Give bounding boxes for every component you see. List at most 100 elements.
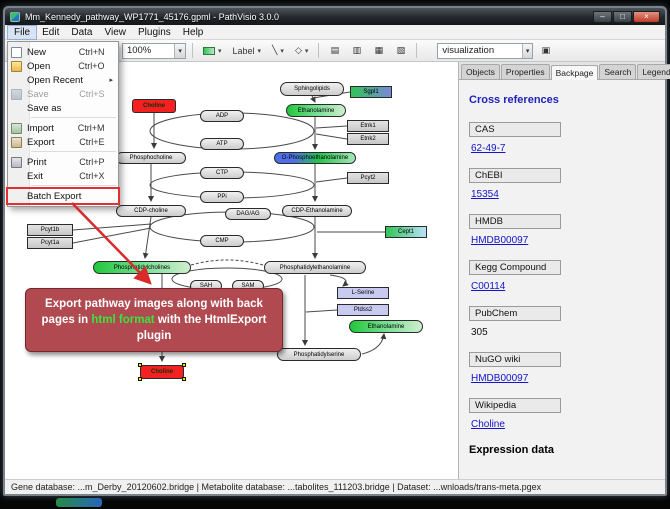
datanode-tool-dropdown[interactable]: ▾ — [199, 42, 226, 59]
pathway-node-cept1[interactable]: Cept1 — [385, 226, 427, 238]
file-menu-item[interactable]: Save Ctrl+S ▸ — [8, 87, 118, 101]
app-window: Mm_Kennedy_pathway_WP1771_45176.gpml - P… — [3, 6, 670, 496]
pathway-node-ethanolamine[interactable]: Ethanolamine — [349, 320, 423, 333]
file-menu-item[interactable]: Batch Export ▸ — [8, 189, 118, 203]
crossref-value[interactable]: HMDB00097 — [471, 235, 529, 246]
sidebar-tab[interactable]: Legend — [637, 64, 670, 79]
menu-item-shortcut: Ctrl+S — [79, 89, 105, 99]
menubar-item[interactable]: File — [6, 24, 38, 40]
pathway-node-dag-ag[interactable]: DAG/AG — [225, 208, 271, 220]
pathway-node-cmp[interactable]: CMP — [200, 235, 244, 247]
pathway-node-pcyt1a[interactable]: Pcyt1a — [27, 237, 73, 249]
pathway-node-adp[interactable]: ADP — [200, 110, 244, 122]
pathway-node-phosphatidylserine[interactable]: Phosphatidylserine — [277, 348, 361, 361]
pathway-node-l-serine[interactable]: L-Serine — [337, 287, 389, 299]
crossref-value[interactable]: 62-49-7 — [471, 143, 506, 154]
selection-handle[interactable] — [182, 377, 186, 381]
visualization-value: visualization — [442, 45, 495, 56]
visualization-settings-button[interactable]: ▣ — [536, 42, 555, 59]
line-tool-dropdown[interactable]: ╲▾ — [268, 42, 288, 59]
close-button[interactable]: × — [633, 10, 660, 23]
app-icon — [10, 11, 20, 22]
sidebar-tab[interactable]: Properties — [500, 64, 550, 79]
chevron-down-icon: ▾ — [304, 47, 309, 55]
file-menu-item[interactable]: Open Ctrl+O ▸ — [8, 59, 118, 73]
pathway-node-etnk1[interactable]: Etnk1 — [347, 120, 389, 132]
align-middle-button[interactable]: ▥ — [347, 42, 366, 59]
menu-item-label: Import — [27, 122, 54, 134]
menu-item-label: Save — [27, 88, 49, 100]
selection-handle[interactable] — [138, 377, 142, 381]
pathway-node-choline[interactable]: Choline — [132, 99, 176, 113]
pathway-node-choline[interactable]: Choline — [138, 363, 186, 381]
shape-tool-icon: ◇ — [294, 45, 302, 55]
crossref-value[interactable]: HMDB00097 — [471, 373, 529, 384]
pathway-node-pcyt1b[interactable]: Pcyt1b — [27, 224, 73, 236]
pathway-node-ppi[interactable]: PPi — [200, 191, 244, 203]
file-menu-item[interactable]: Export Ctrl+E ▸ — [8, 135, 118, 152]
maximize-button[interactable]: □ — [613, 10, 632, 23]
align-right-button[interactable]: ▧ — [391, 42, 410, 59]
file-menu-item[interactable]: Exit Ctrl+X ▸ — [8, 169, 118, 186]
crossref-value[interactable]: Choline — [471, 419, 505, 430]
menubar-item[interactable]: Help — [182, 26, 204, 38]
sidebar-tab[interactable]: Search — [599, 64, 637, 79]
pathway-node-cdp-choline[interactable]: CDP-choline — [116, 205, 186, 217]
align-top-button[interactable]: ▤ — [325, 42, 344, 59]
submenu-arrow-icon: ▸ — [109, 77, 113, 84]
pathway-node-sphingolipids[interactable]: Sphingolipids — [280, 82, 344, 96]
crossref-source: Wikipedia — [469, 398, 561, 413]
shape-tool-dropdown[interactable]: ◇▾ — [291, 42, 312, 59]
pathway-node-o-phosphoethanolamine[interactable]: O-Phosphoethanolamine — [274, 152, 356, 164]
selection-handle[interactable] — [138, 363, 142, 367]
menu-item-label: Open Recent — [27, 74, 83, 86]
annotation-text: with the HtmlExport plugin — [136, 314, 267, 343]
titlebar[interactable]: Mm_Kennedy_pathway_WP1771_45176.gpml - P… — [5, 8, 665, 25]
crossref-value[interactable]: 305 — [471, 327, 488, 338]
crossref-section: CAS 62-49-7 — [469, 122, 655, 154]
visualization-select[interactable]: visualization ▾ — [437, 42, 534, 59]
sidebar-tab[interactable]: Backpage — [550, 65, 599, 80]
minimize-button[interactable]: – — [593, 10, 612, 23]
menubar-item[interactable]: Data — [71, 26, 93, 38]
chevron-down-icon: ▾ — [174, 43, 185, 58]
file-menu-item[interactable]: Print Ctrl+P ▸ — [8, 155, 118, 169]
align-top-icon: ▤ — [330, 45, 340, 55]
pathway-node-phosphocholine[interactable]: Phosphocholine — [116, 152, 186, 164]
crossref-value[interactable]: C00114 — [471, 281, 506, 292]
crossref-source: ChEBI — [469, 168, 561, 183]
pathway-node-pcyt2[interactable]: Pcyt2 — [347, 172, 389, 184]
pathway-node-phosphatidylethanolamine[interactable]: Phosphatidylethanolamine — [264, 261, 366, 274]
selection-handle[interactable] — [182, 363, 186, 367]
crossref-section: Kegg Compound C00114 — [469, 260, 655, 292]
menubar-item[interactable]: Plugins — [137, 26, 171, 38]
menu-item-label: Print — [27, 156, 47, 168]
sidebar-tabs: Objects Properties Backpage Search Legen… — [459, 62, 670, 80]
pathway-node-sgpl1[interactable]: Sgpl1 — [350, 86, 392, 98]
pathway-node-etnk2[interactable]: Etnk2 — [347, 133, 389, 145]
pathway-node-cdp-ethanolamine[interactable]: CDP-Ethanolamine — [282, 205, 352, 217]
file-menu-item[interactable]: Save as ▸ — [8, 101, 118, 118]
toolbar: Zoom: 100% ▾ ▾ Label▾ ╲▾ ◇▾ ▤ ▥ ▦ ▧ visu… — [5, 40, 665, 62]
crossref-source: Kegg Compound — [469, 260, 561, 275]
pathway-node-phosphatidylcholines[interactable]: Phosphatidylcholines — [93, 261, 191, 274]
pathway-node-ptdss2[interactable]: Ptdss2 — [337, 304, 389, 316]
sidebar-tab[interactable]: Objects — [461, 64, 500, 79]
pathway-node-ctp[interactable]: CTP — [200, 167, 244, 179]
annotation-text: Export pathway images along with back pa… — [41, 298, 263, 327]
align-left-button[interactable]: ▦ — [369, 42, 388, 59]
file-menu-item[interactable]: Import Ctrl+M ▸ — [8, 121, 118, 135]
zoom-select[interactable]: 100% ▾ — [121, 42, 186, 59]
file-menu-item[interactable]: New Ctrl+N ▸ — [8, 45, 118, 59]
menu-item-icon — [11, 88, 22, 100]
label-tool-dropdown[interactable]: Label▾ — [228, 42, 265, 59]
crossref-sections: CAS 62-49-7 ChEBI 15354 HMDB HMDB00097 — [469, 122, 655, 430]
menubar-item[interactable]: Edit — [42, 26, 60, 38]
menu-item-shortcut: Ctrl+M — [77, 123, 105, 133]
menubar-item[interactable]: View — [104, 26, 126, 38]
sidebar: Objects Properties Backpage Search Legen… — [458, 62, 670, 479]
pathway-node-ethanolamine[interactable]: Ethanolamine — [286, 104, 346, 117]
file-menu-item[interactable]: Open Recent ▸ — [8, 73, 118, 87]
pathway-node-atp[interactable]: ATP — [200, 138, 244, 150]
crossref-value[interactable]: 15354 — [471, 189, 499, 200]
